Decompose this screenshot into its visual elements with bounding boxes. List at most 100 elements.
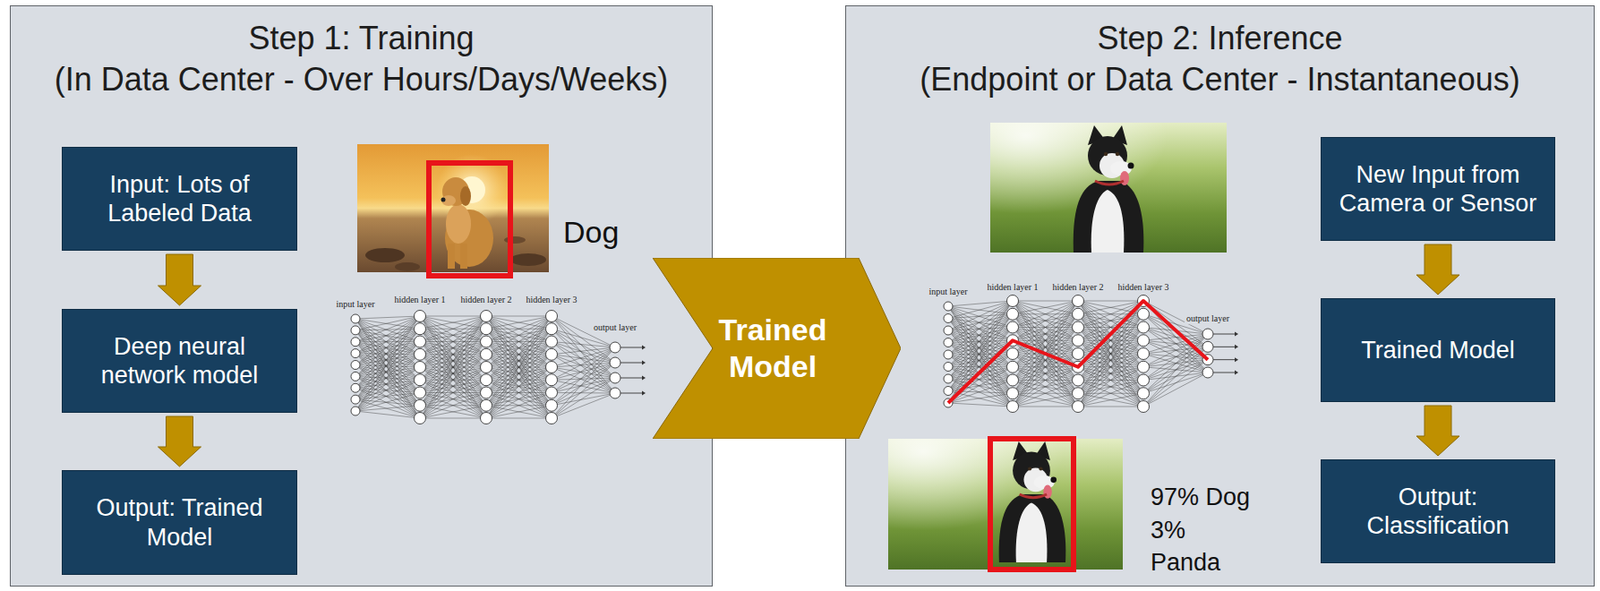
neuron bbox=[546, 412, 558, 425]
neuron bbox=[1007, 308, 1019, 320]
network-link bbox=[419, 418, 487, 420]
network-link bbox=[1078, 380, 1144, 408]
network-link bbox=[1012, 327, 1079, 408]
network-link bbox=[355, 316, 420, 411]
network-link bbox=[1012, 340, 1079, 407]
network-link bbox=[1012, 327, 1079, 408]
network-link bbox=[551, 377, 616, 380]
input-photo bbox=[990, 122, 1227, 253]
layer-label: input layer bbox=[333, 299, 377, 310]
network-link bbox=[1143, 333, 1208, 407]
neuron bbox=[1007, 401, 1019, 413]
network-link bbox=[419, 316, 487, 355]
neuron bbox=[943, 374, 953, 384]
neuron bbox=[546, 323, 558, 335]
network-link bbox=[355, 342, 420, 354]
network-link bbox=[551, 342, 616, 394]
network-link bbox=[486, 405, 552, 419]
network-link bbox=[419, 316, 487, 380]
neuron bbox=[414, 323, 427, 335]
process-box: Deep neural network model bbox=[61, 308, 298, 413]
network-link bbox=[1078, 300, 1144, 328]
network-link bbox=[355, 316, 420, 377]
output-arrowhead bbox=[1234, 357, 1239, 362]
neuron bbox=[609, 387, 621, 399]
network-link bbox=[948, 314, 1013, 392]
neuron bbox=[350, 394, 360, 404]
network-link bbox=[948, 353, 1013, 368]
process-box: Trained Model bbox=[1320, 298, 1556, 403]
neuron bbox=[414, 386, 427, 399]
network-link bbox=[551, 347, 616, 394]
network-link bbox=[1078, 380, 1144, 408]
neuron bbox=[546, 361, 558, 374]
network-link bbox=[948, 314, 1013, 403]
network-link bbox=[355, 342, 420, 412]
network-link bbox=[486, 367, 552, 419]
network-link bbox=[355, 353, 420, 355]
network-link bbox=[948, 353, 1013, 379]
network-link bbox=[1012, 314, 1079, 407]
probability-label: Panda bbox=[1150, 548, 1221, 577]
network-link bbox=[486, 316, 552, 329]
neuron bbox=[609, 372, 621, 384]
neuron bbox=[480, 399, 493, 411]
network-link bbox=[1012, 367, 1079, 407]
network-link bbox=[551, 347, 616, 368]
panel-title: Step 2: Inference bbox=[1096, 17, 1343, 60]
network-link bbox=[1078, 300, 1144, 394]
neuron bbox=[943, 338, 953, 348]
probability-label: 97% Dog bbox=[1150, 483, 1250, 512]
neuron bbox=[1202, 328, 1214, 340]
network-link bbox=[1143, 333, 1208, 341]
network-link bbox=[1078, 353, 1144, 407]
network-link bbox=[486, 316, 552, 355]
network-link bbox=[355, 367, 420, 411]
network-link bbox=[486, 405, 552, 419]
chevron-outline bbox=[652, 257, 901, 439]
network-link bbox=[419, 316, 487, 329]
neuron bbox=[414, 348, 427, 360]
network-link bbox=[486, 342, 552, 420]
neuron bbox=[546, 399, 558, 411]
neuron bbox=[1137, 360, 1150, 373]
network-link bbox=[486, 316, 552, 406]
network-link bbox=[419, 393, 487, 420]
box-label: Output: Classification bbox=[1330, 482, 1546, 541]
output-arrowhead bbox=[1234, 370, 1239, 376]
network-link bbox=[1143, 346, 1208, 407]
layer-label: output layer bbox=[591, 322, 639, 334]
process-box: Input: Lots of Labeled Data bbox=[61, 146, 298, 251]
neural-network bbox=[943, 295, 1239, 413]
network-link bbox=[1012, 300, 1079, 341]
network-link bbox=[1078, 300, 1144, 328]
network-link bbox=[419, 328, 487, 419]
box-label: Input: Lots of Labeled Data bbox=[71, 170, 288, 229]
neuron bbox=[943, 386, 953, 396]
network-link bbox=[1078, 367, 1144, 407]
network-link bbox=[1078, 393, 1144, 407]
network-link bbox=[948, 327, 1013, 392]
network-link bbox=[355, 342, 420, 401]
network-link bbox=[1078, 314, 1144, 407]
network-link bbox=[355, 354, 420, 400]
network-link bbox=[1012, 314, 1079, 407]
neuron bbox=[480, 386, 493, 399]
network-link bbox=[419, 316, 487, 406]
layer-label: hidden layer 3 bbox=[523, 294, 579, 306]
network-link bbox=[419, 316, 487, 380]
network-link bbox=[355, 328, 420, 411]
network-link bbox=[486, 342, 552, 420]
box-content: Output: Trained Model bbox=[71, 493, 288, 552]
network-link bbox=[1078, 367, 1144, 407]
network-link bbox=[486, 316, 552, 368]
neuron bbox=[350, 406, 360, 416]
neuron bbox=[1072, 295, 1085, 308]
neuron bbox=[1137, 348, 1150, 360]
network-link bbox=[948, 318, 1013, 394]
network-link bbox=[551, 354, 616, 394]
stage-panel: Step 1: Training(In Data Center - Over H… bbox=[9, 5, 713, 587]
box-label: Trained Model bbox=[1360, 335, 1515, 365]
neuron bbox=[1007, 321, 1019, 334]
neuron bbox=[1137, 308, 1150, 320]
